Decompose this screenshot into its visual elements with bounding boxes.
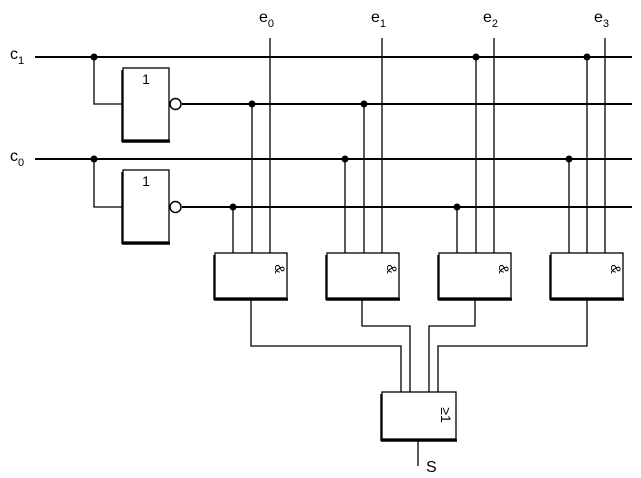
- and3-to-or-wire: [437, 298, 588, 392]
- and-symbol: &: [272, 264, 288, 274]
- and-gate-3: &: [549, 252, 624, 301]
- inverter-bubble: [169, 200, 182, 214]
- junction-dot: [472, 53, 480, 61]
- inverter-bubble: [169, 97, 182, 111]
- junction-dot: [360, 100, 368, 108]
- junction-dot: [90, 53, 98, 61]
- inverter-c0: 1: [121, 169, 182, 245]
- data-label-e3: e3: [594, 9, 609, 30]
- junction-dot: [341, 155, 349, 163]
- input-label-c0: c0: [10, 148, 24, 169]
- and-symbol: &: [384, 264, 400, 274]
- and-symbol: &: [608, 264, 624, 274]
- and-gate-0: &: [213, 252, 288, 301]
- junction-dot: [248, 100, 256, 108]
- data-label-e1: e1: [371, 9, 386, 30]
- or-gate: ≥1: [380, 391, 457, 442]
- and2-to-or-wire: [428, 298, 476, 392]
- inverter-c1: 1: [121, 67, 182, 143]
- junction-dot: [90, 155, 98, 163]
- data-label-e0: e0: [259, 9, 274, 30]
- or-symbol: ≥1: [438, 407, 454, 423]
- output-label-s: S: [426, 459, 437, 476]
- junction-dot: [565, 155, 573, 163]
- junction-dot: [229, 203, 237, 211]
- and0-to-or-wire: [250, 298, 402, 392]
- inverter-symbol: 1: [142, 173, 150, 189]
- c1-to-inverter-wire: [93, 57, 123, 105]
- data-label-e2: e2: [483, 9, 498, 30]
- and1-to-or-wire: [361, 298, 411, 392]
- and-gate-2: &: [437, 252, 512, 301]
- junction-dot: [453, 203, 461, 211]
- input-label-c1: c1: [10, 46, 24, 67]
- inverter-symbol: 1: [142, 71, 150, 87]
- and-gate-1: &: [325, 252, 400, 301]
- junction-dot: [583, 53, 591, 61]
- and-symbol: &: [496, 264, 512, 274]
- c0-to-inverter-wire: [93, 159, 123, 208]
